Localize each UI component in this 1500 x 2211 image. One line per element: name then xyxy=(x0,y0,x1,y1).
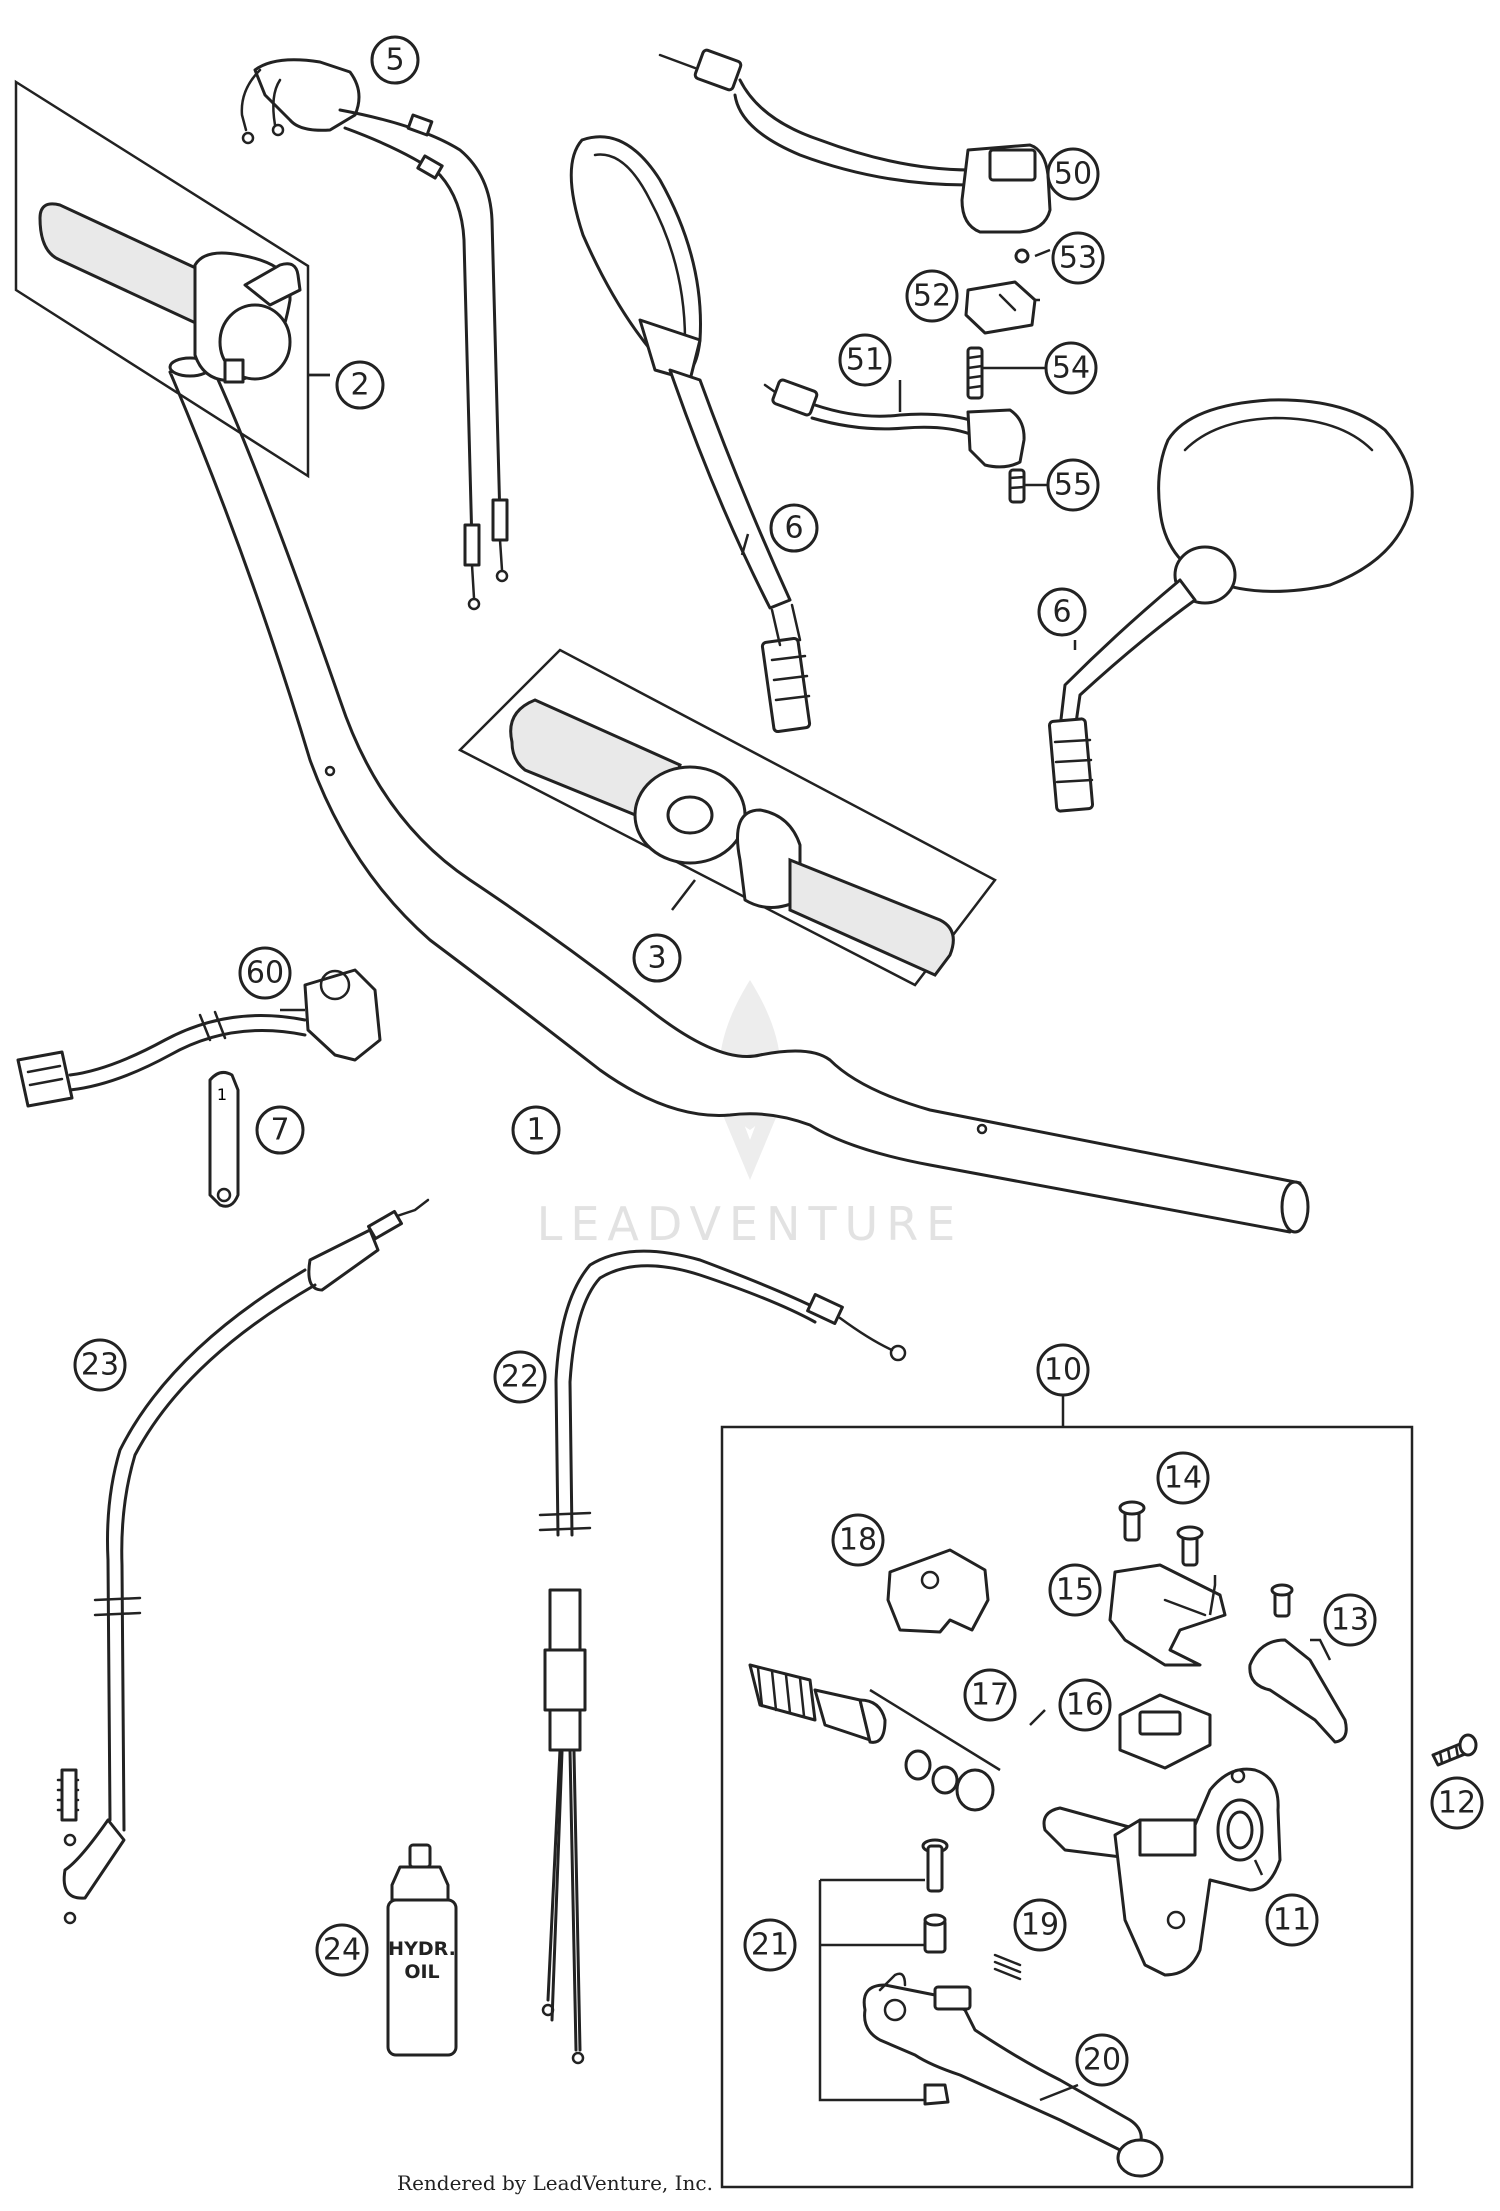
callout-11: 11 xyxy=(1265,1893,1319,1947)
callout-3: 3 xyxy=(632,933,682,983)
bottle-label-line1: HYDR. xyxy=(388,1938,456,1960)
clutch-cable-22 xyxy=(538,1249,907,2065)
callout-24: 24 xyxy=(315,1923,369,1977)
svg-text:20: 20 xyxy=(1083,2043,1121,2078)
screw-54 xyxy=(966,346,984,400)
mirror-left xyxy=(569,135,812,734)
svg-text:14: 14 xyxy=(1164,1461,1202,1496)
svg-text:16: 16 xyxy=(1066,1688,1104,1723)
diaphragm-16 xyxy=(1118,1693,1212,1770)
screws-14 xyxy=(1118,1500,1204,1567)
callout-54: 54 xyxy=(1044,341,1098,395)
svg-text:54: 54 xyxy=(1052,351,1090,386)
svg-text:19: 19 xyxy=(1021,1908,1059,1943)
svg-text:6: 6 xyxy=(784,511,803,546)
callout-51: 51 xyxy=(838,333,892,387)
svg-text:17: 17 xyxy=(971,1678,1009,1713)
callout-7: 7 xyxy=(255,1105,305,1155)
master-cylinder-assembly xyxy=(720,1395,1414,2189)
svg-text:23: 23 xyxy=(81,1348,119,1383)
callout-50: 50 xyxy=(1046,147,1100,201)
callout-15: 15 xyxy=(1048,1563,1102,1617)
throttle-grip-assembly xyxy=(14,79,310,479)
callout-55: 55 xyxy=(1046,458,1100,512)
svg-text:21: 21 xyxy=(751,1928,789,1963)
screw-55 xyxy=(1008,468,1026,504)
adjuster-13 xyxy=(1248,1583,1348,1744)
callout-16: 16 xyxy=(1058,1678,1112,1732)
svg-text:50: 50 xyxy=(1054,157,1092,192)
callout-21: 21 xyxy=(743,1918,797,1972)
bracket-7: 1 xyxy=(208,1070,240,1208)
grip-set xyxy=(457,648,997,987)
svg-text:60: 60 xyxy=(246,956,284,991)
callout-6a: 6 xyxy=(769,503,819,553)
clamp-18 xyxy=(886,1548,990,1634)
spring-19 xyxy=(993,1953,1022,1981)
throttle-cables xyxy=(240,58,509,611)
callout-14: 14 xyxy=(1156,1451,1210,1505)
callout-19: 19 xyxy=(1013,1898,1067,1952)
screw-12 xyxy=(1431,1733,1478,1767)
svg-text:7: 7 xyxy=(270,1113,289,1148)
reservoir-cover-15 xyxy=(1108,1563,1227,1667)
callout-6b: 6 xyxy=(1037,587,1087,637)
brake-hose-23 xyxy=(56,1198,430,1925)
mirror-right xyxy=(1047,398,1414,813)
callout-10: 10 xyxy=(1036,1343,1090,1397)
svg-text:13: 13 xyxy=(1331,1603,1369,1638)
svg-text:3: 3 xyxy=(647,941,666,976)
switch-51 xyxy=(763,378,1026,469)
svg-text:52: 52 xyxy=(913,279,951,314)
watermark-text: LEADVENTURE xyxy=(537,1197,964,1251)
bracket-tag: 1 xyxy=(217,1085,227,1104)
svg-text:6: 6 xyxy=(1052,595,1071,630)
hydraulic-oil-bottle-24: HYDR. OIL xyxy=(386,1843,458,2057)
svg-text:22: 22 xyxy=(501,1360,539,1395)
callout-2: 2 xyxy=(335,360,385,410)
pivot-hardware-21 xyxy=(818,1838,950,2106)
svg-text:2: 2 xyxy=(350,368,369,403)
callout-60: 60 xyxy=(238,946,292,1000)
svg-text:5: 5 xyxy=(385,43,404,78)
switch-50 xyxy=(658,48,1052,234)
callout-52: 52 xyxy=(905,269,959,323)
render-credit: Rendered by LeadVenture, Inc. xyxy=(397,2171,713,2195)
brake-lever-20 xyxy=(862,1972,1164,2178)
screw-53 xyxy=(1014,248,1030,264)
master-cylinder-11 xyxy=(1042,1767,1282,1977)
piston-kit-17 xyxy=(748,1663,1001,1812)
switch-60 xyxy=(16,968,382,1108)
callout-12: 12 xyxy=(1430,1776,1484,1830)
callout-20: 20 xyxy=(1075,2033,1129,2087)
callout-22: 22 xyxy=(493,1350,547,1404)
leader-lines xyxy=(280,248,1332,2102)
svg-text:18: 18 xyxy=(839,1523,877,1558)
svg-text:1: 1 xyxy=(526,1113,545,1148)
callout-17: 17 xyxy=(963,1668,1017,1722)
svg-text:55: 55 xyxy=(1054,468,1092,503)
handlebar xyxy=(168,356,1310,1234)
callout-5: 5 xyxy=(370,35,420,85)
svg-text:53: 53 xyxy=(1059,241,1097,276)
svg-text:24: 24 xyxy=(323,1933,361,1968)
cover-52 xyxy=(964,280,1037,335)
svg-text:12: 12 xyxy=(1438,1786,1476,1821)
callout-23: 23 xyxy=(73,1338,127,1392)
callout-1: 1 xyxy=(511,1105,561,1155)
callout-18: 18 xyxy=(831,1513,885,1567)
svg-text:51: 51 xyxy=(846,343,884,378)
svg-text:11: 11 xyxy=(1273,1903,1311,1938)
bottle-label-line2: OIL xyxy=(404,1961,439,1983)
callout-53: 53 xyxy=(1051,231,1105,285)
svg-text:10: 10 xyxy=(1044,1353,1082,1388)
callout-13: 13 xyxy=(1323,1593,1377,1647)
svg-text:15: 15 xyxy=(1056,1573,1094,1608)
